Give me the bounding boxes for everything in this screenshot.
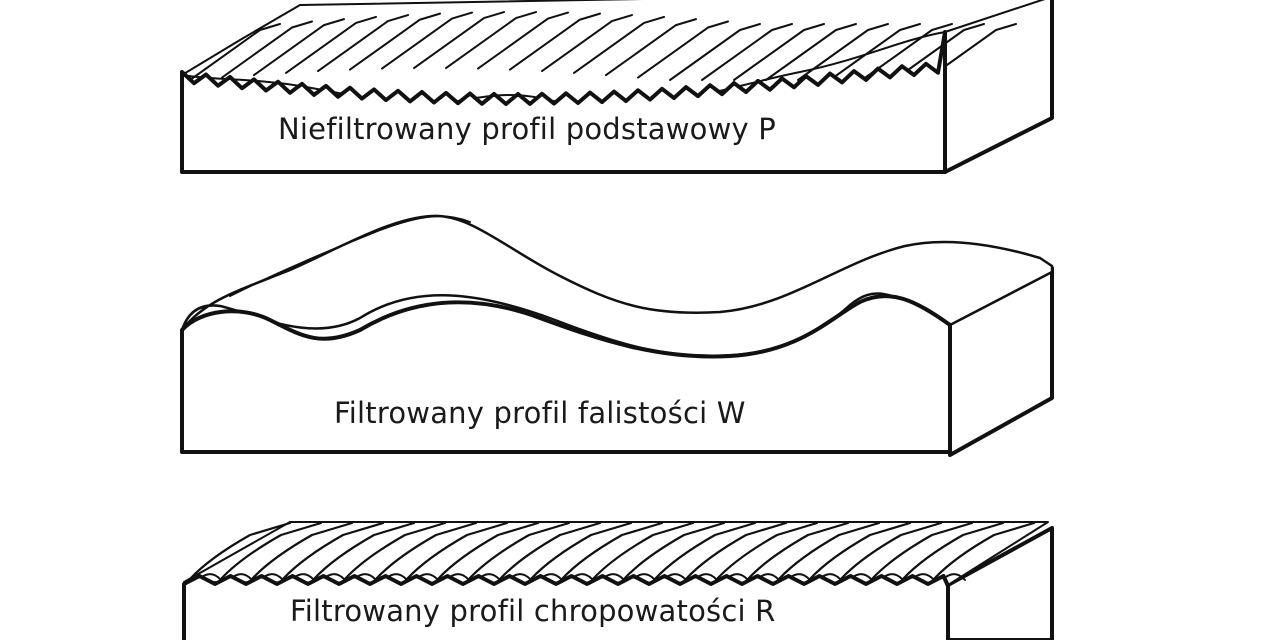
primary-ridge [381,11,473,70]
primary-ridge [669,23,761,81]
roughness-ridge [467,521,571,581]
waviness-crest-line [229,215,471,297]
primary-ridge [509,12,601,71]
roughness-front-face [182,574,950,640]
roughness-ridge [436,521,540,581]
roughness-ridge [560,521,664,581]
primary-ridge [797,23,889,81]
primary-ridge [637,20,729,79]
primary-ridge [413,11,505,70]
roughness-ridge [684,521,788,581]
roughness-ridge [901,521,1005,581]
roughness-ridge [498,521,602,581]
roughness-ridge [405,521,509,581]
roughness-ridge [870,521,974,581]
roughness-ridge [839,521,943,581]
primary-ridge [221,20,313,79]
primary-ridge [829,23,921,81]
roughness-ridge [312,521,416,581]
primary-ridge [861,23,953,81]
roughness-ridge [932,521,1036,581]
roughness-profile-label: Filtrowany profil chropowatości R [290,594,776,628]
primary-ridge [477,11,569,70]
roughness-ridge [591,521,695,581]
primary-ridge [285,15,377,74]
primary-ridge [317,14,409,73]
primary-ridge [605,18,697,77]
roughness-ridge [808,521,912,581]
roughness-ridge [622,521,726,581]
roughness-ridge [529,521,633,581]
waviness-profile-label: Filtrowany profil falistości W [334,396,746,430]
primary-ridge [189,23,281,81]
roughness-profile-block [182,521,1054,640]
waviness-profile-block [180,214,1054,457]
roughness-ridge [715,521,819,581]
primary-profile-label: Niefiltrowany profil podstawowy P [278,112,776,146]
primary-ridge [893,23,985,81]
roughness-ridge [746,521,850,581]
primary-ridge [445,11,537,70]
primary-ridge [925,23,1017,81]
primary-ridge [573,15,665,74]
roughness-ridge [281,521,385,581]
roughness-ridge [343,521,447,581]
primary-profile-block [180,0,1054,174]
primary-ridge [701,23,793,81]
waviness-front-face [180,294,952,454]
roughness-ridge [777,521,881,581]
roughness-ridge [374,521,478,581]
primary-ridge [541,14,633,73]
primary-ridge [253,18,345,77]
roughness-ridge [219,521,323,581]
primary-front-face [180,30,947,174]
roughness-ridge [188,521,292,581]
roughness-ridge [653,521,757,581]
primary-ridge [349,12,441,71]
primary-ridge [765,23,857,81]
primary-ridge [733,23,825,81]
roughness-ridge [250,521,354,581]
